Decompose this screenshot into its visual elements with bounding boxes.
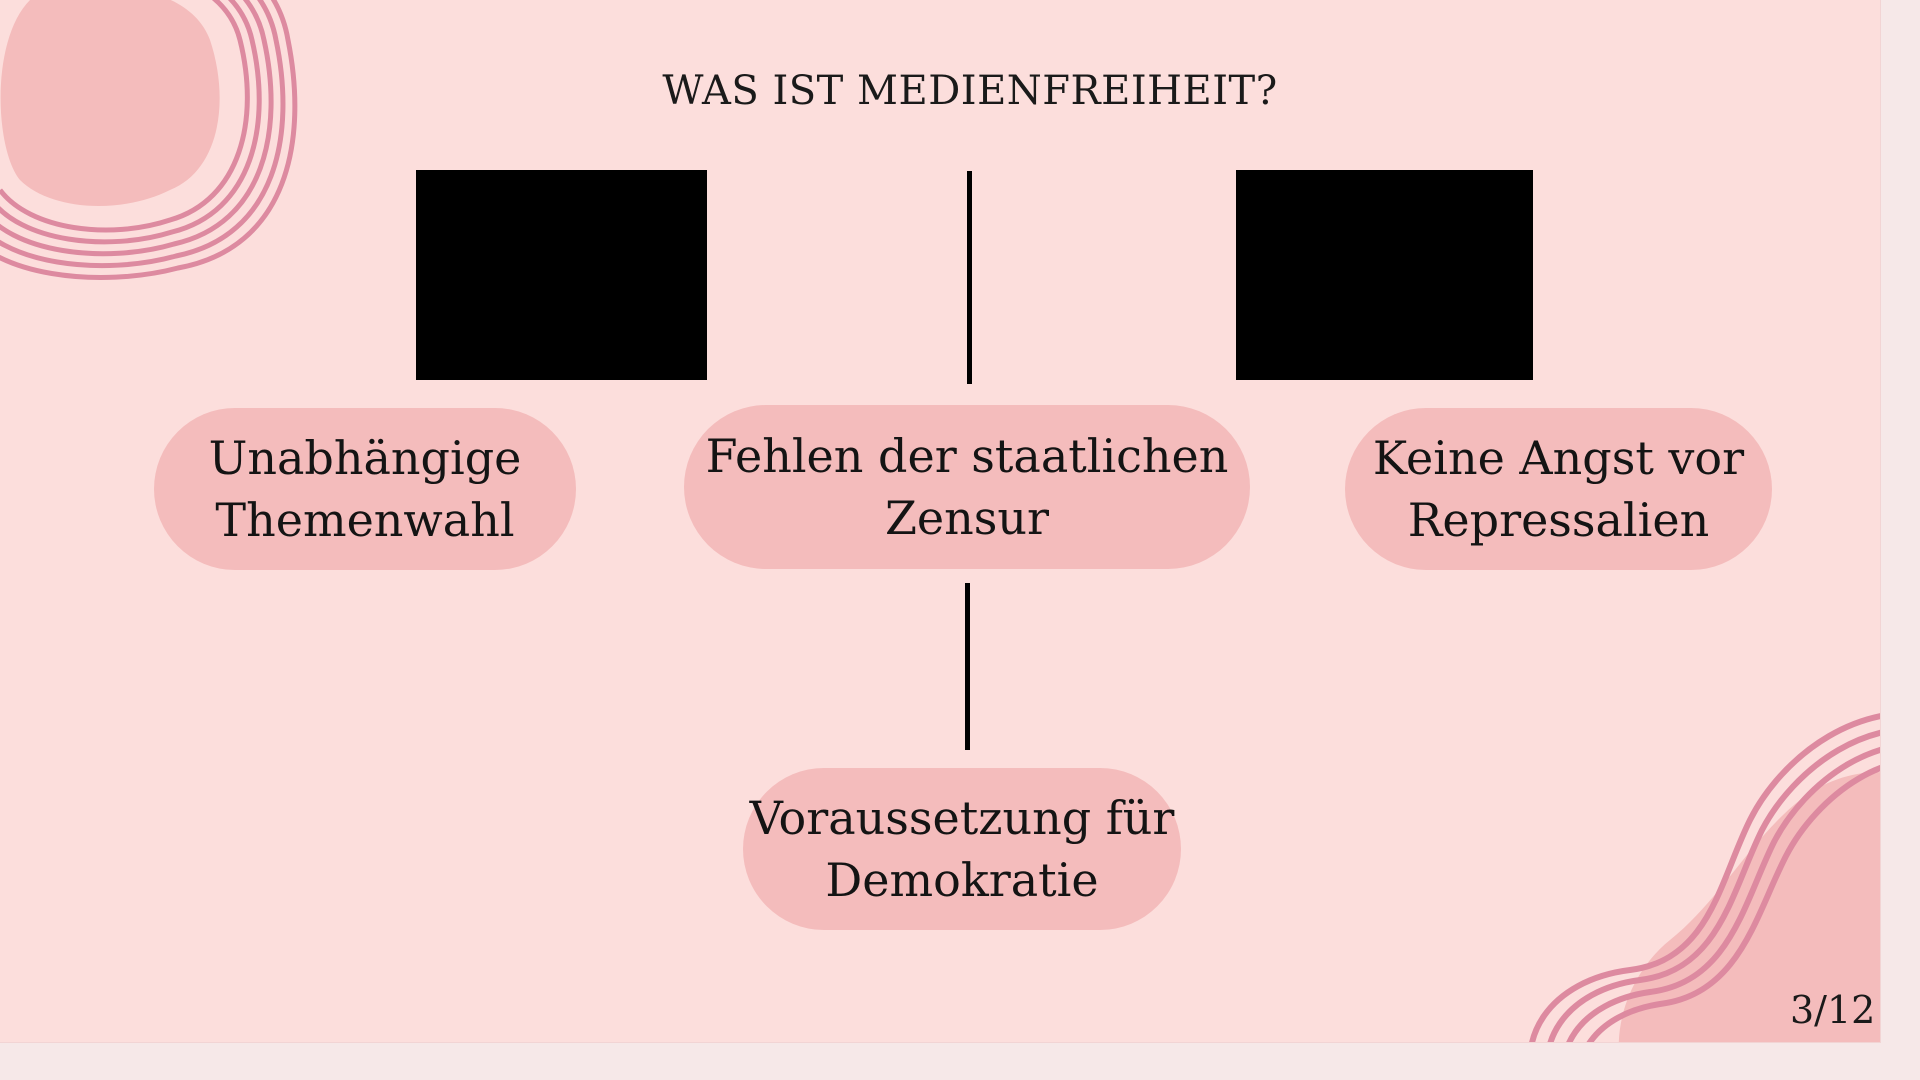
concept-node-keine-angst[interactable]: Keine Angst vor Repressalien: [1345, 408, 1772, 570]
node-label-line-1: Voraussetzung für: [749, 791, 1175, 845]
node-label-line-2: Themenwahl: [215, 493, 515, 547]
node-label-line-2: Zensur: [884, 491, 1050, 545]
decorative-blob-bottom-right: [1529, 713, 1880, 1042]
image-placeholder-left[interactable]: [416, 170, 707, 380]
node-label-line-2: Repressalien: [1407, 493, 1710, 547]
node-label-line-1: Keine Angst vor: [1372, 431, 1745, 485]
concept-node-fehlen-der-zensur[interactable]: Fehlen der staatlichen Zensur: [684, 405, 1250, 569]
slide: WAS IST MEDIENFREIHEIT? Unabhängige Them…: [0, 0, 1881, 1043]
image-placeholder-right[interactable]: [1236, 170, 1533, 380]
decorative-blob-top-left: [0, 0, 298, 280]
node-label-line-1: Fehlen der staatlichen: [705, 429, 1229, 483]
page-number: 3/12: [1790, 988, 1876, 1032]
node-label-line-1: Unabhängige: [208, 431, 522, 485]
concept-node-unabhaengige-themenwahl[interactable]: Unabhängige Themenwahl: [154, 408, 576, 570]
node-label-line-2: Demokratie: [825, 853, 1099, 907]
connector-line-bottom: [965, 583, 970, 750]
connector-line-top: [967, 171, 972, 384]
concept-node-voraussetzung-demokratie[interactable]: Voraussetzung für Demokratie: [743, 768, 1181, 930]
slide-title: WAS IST MEDIENFREIHEIT?: [662, 68, 1278, 114]
